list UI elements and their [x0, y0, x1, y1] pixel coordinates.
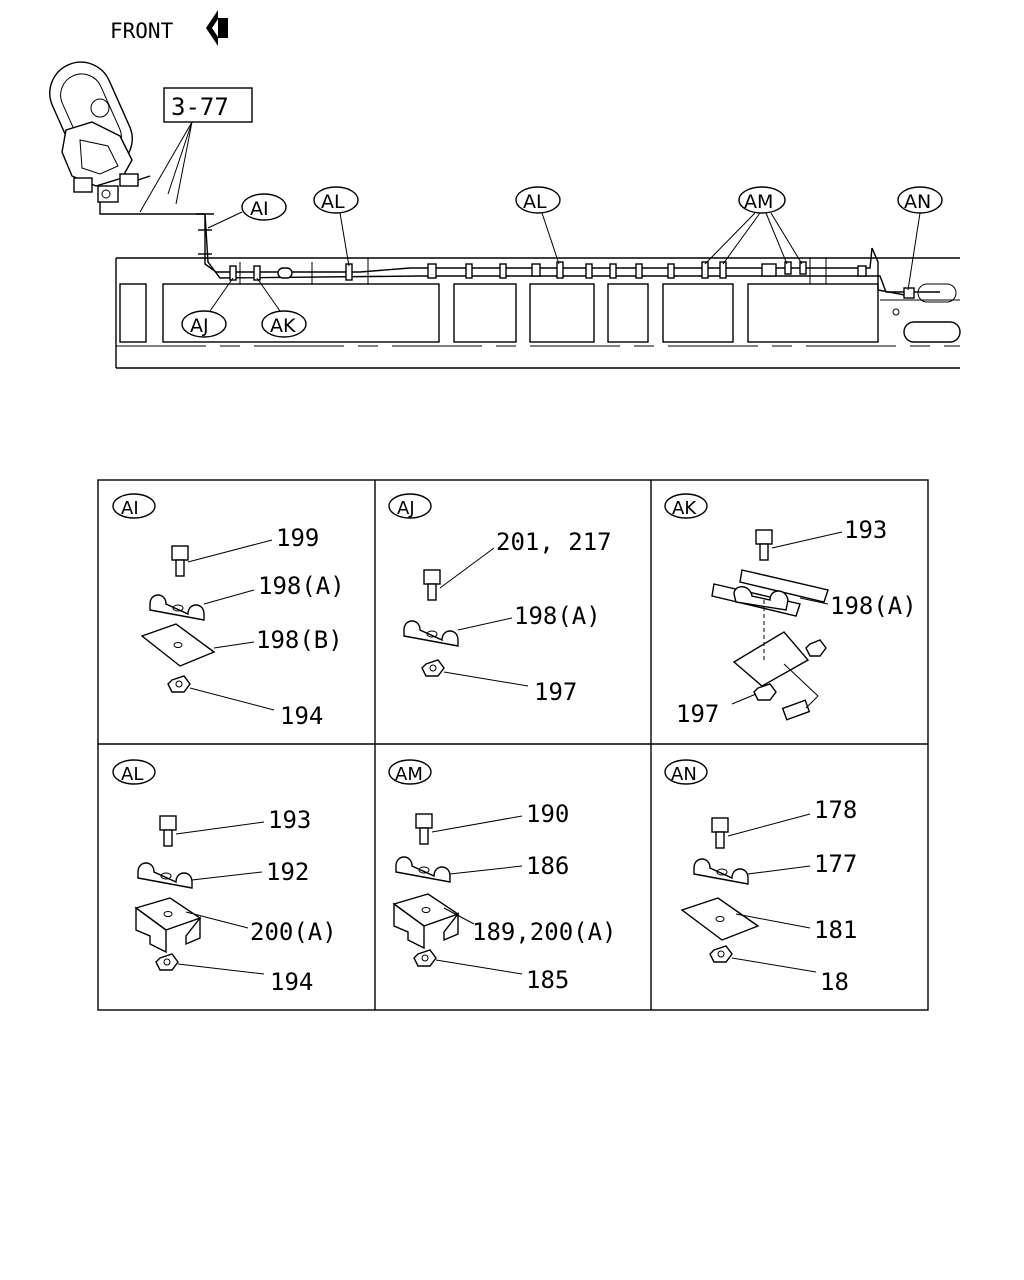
nut-icon — [155, 953, 179, 971]
panel-ai-part-1: 199 — [276, 524, 319, 552]
panel-an-part-4: 18 — [820, 968, 849, 996]
panel-ai-part-3: 198(B) — [256, 626, 343, 654]
bolt-icon — [755, 529, 773, 561]
bracket-icon — [134, 897, 202, 954]
callout-aj: AJ — [181, 277, 234, 338]
callout-am: AM — [704, 186, 803, 265]
detail-panel-al: AL 193 192 200(A) 194 — [112, 759, 337, 996]
cable-clips — [229, 261, 915, 316]
chassis-frame — [115, 257, 961, 369]
panel-ak-part-3: 197 — [676, 700, 719, 728]
panel-an-code: AN — [671, 764, 697, 785]
clip-icon — [395, 856, 451, 883]
detail-panel-am: AM 190 186 189,200(A) 185 — [388, 759, 617, 994]
bolt-icon — [781, 699, 811, 721]
callout-al-2: AL — [515, 186, 561, 265]
callout-ai: AI — [207, 193, 287, 229]
panel-am-code: AM — [395, 764, 423, 785]
callout-al-1: AL — [313, 186, 359, 267]
front-arrow-icon — [206, 10, 228, 46]
callout-al-2-label: AL — [523, 191, 547, 213]
panel-aj-code: AJ — [397, 498, 415, 519]
panel-aj-part-3: 197 — [534, 678, 577, 706]
cable-run — [196, 213, 940, 316]
detail-panel-ai: AI 199 198(A) 198(B) 194 — [112, 493, 345, 730]
nut-icon — [421, 659, 445, 677]
callout-ak-label: AK — [270, 315, 296, 337]
callout-an-label: AN — [904, 191, 931, 213]
bracket-icon — [732, 600, 810, 687]
panel-an-part-1: 178 — [814, 796, 857, 824]
bolt-icon — [171, 545, 189, 577]
panel-ak-part-1: 193 — [844, 516, 887, 544]
panel-al-part-1: 193 — [268, 806, 311, 834]
callout-ai-label: AI — [250, 198, 269, 220]
bolt-icon — [415, 813, 433, 845]
panel-am-part-4: 185 — [526, 966, 569, 994]
panel-ak-part-2: 198(A) — [830, 592, 917, 620]
nut-icon — [167, 675, 191, 693]
bolt-icon — [711, 817, 729, 849]
panel-an-part-2: 177 — [814, 850, 857, 878]
detail-grid — [97, 479, 929, 1011]
nut-icon — [709, 945, 733, 963]
panel-aj-part-2: 198(A) — [514, 602, 601, 630]
reference-leaders — [139, 121, 193, 213]
front-label: FRONT — [110, 19, 174, 43]
pedal-assembly — [49, 61, 205, 215]
callout-ak: AK — [256, 277, 307, 338]
nut-icon — [413, 949, 437, 967]
panel-ai-part-2: 198(A) — [258, 572, 345, 600]
detail-panel-ak: AK 193 198(A) 197 — [664, 493, 917, 728]
panel-al-part-3: 200(A) — [250, 918, 337, 946]
plate-icon — [680, 897, 760, 941]
callout-am-label: AM — [744, 191, 773, 213]
detail-panel-an: AN 178 177 181 18 — [664, 759, 857, 996]
callout-an: AN — [897, 186, 943, 291]
panel-am-part-3: 189,200(A) — [472, 918, 617, 946]
bolt-icon — [423, 569, 441, 601]
panel-ak-code: AK — [672, 498, 697, 519]
panel-am-part-1: 190 — [526, 800, 569, 828]
clip-icon — [149, 594, 205, 621]
nut-icon — [753, 639, 827, 701]
panel-an-part-3: 181 — [814, 916, 857, 944]
panel-ai-part-4: 194 — [280, 702, 323, 730]
bracket-icon — [392, 893, 460, 950]
panel-al-code: AL — [121, 764, 143, 785]
clip-icon — [137, 862, 193, 889]
pipe-icon — [711, 569, 829, 617]
clip-icon — [693, 858, 749, 885]
panel-al-part-4: 194 — [270, 968, 313, 996]
panel-am-part-2: 186 — [526, 852, 569, 880]
callout-al-1-label: AL — [321, 191, 345, 213]
reference-box: 3-77 — [163, 87, 253, 123]
panel-al-part-2: 192 — [266, 858, 309, 886]
bolt-icon — [159, 815, 177, 847]
panel-ai-code: AI — [121, 498, 139, 519]
detail-panel-aj: AJ 201, 217 198(A) 197 — [388, 493, 612, 706]
callout-aj-label: AJ — [190, 315, 209, 337]
clip-icon — [733, 586, 789, 611]
panel-aj-part-1: 201, 217 — [496, 528, 612, 556]
reference-label: 3-77 — [171, 93, 229, 121]
clip-icon — [403, 620, 459, 647]
plate-icon — [140, 623, 216, 667]
